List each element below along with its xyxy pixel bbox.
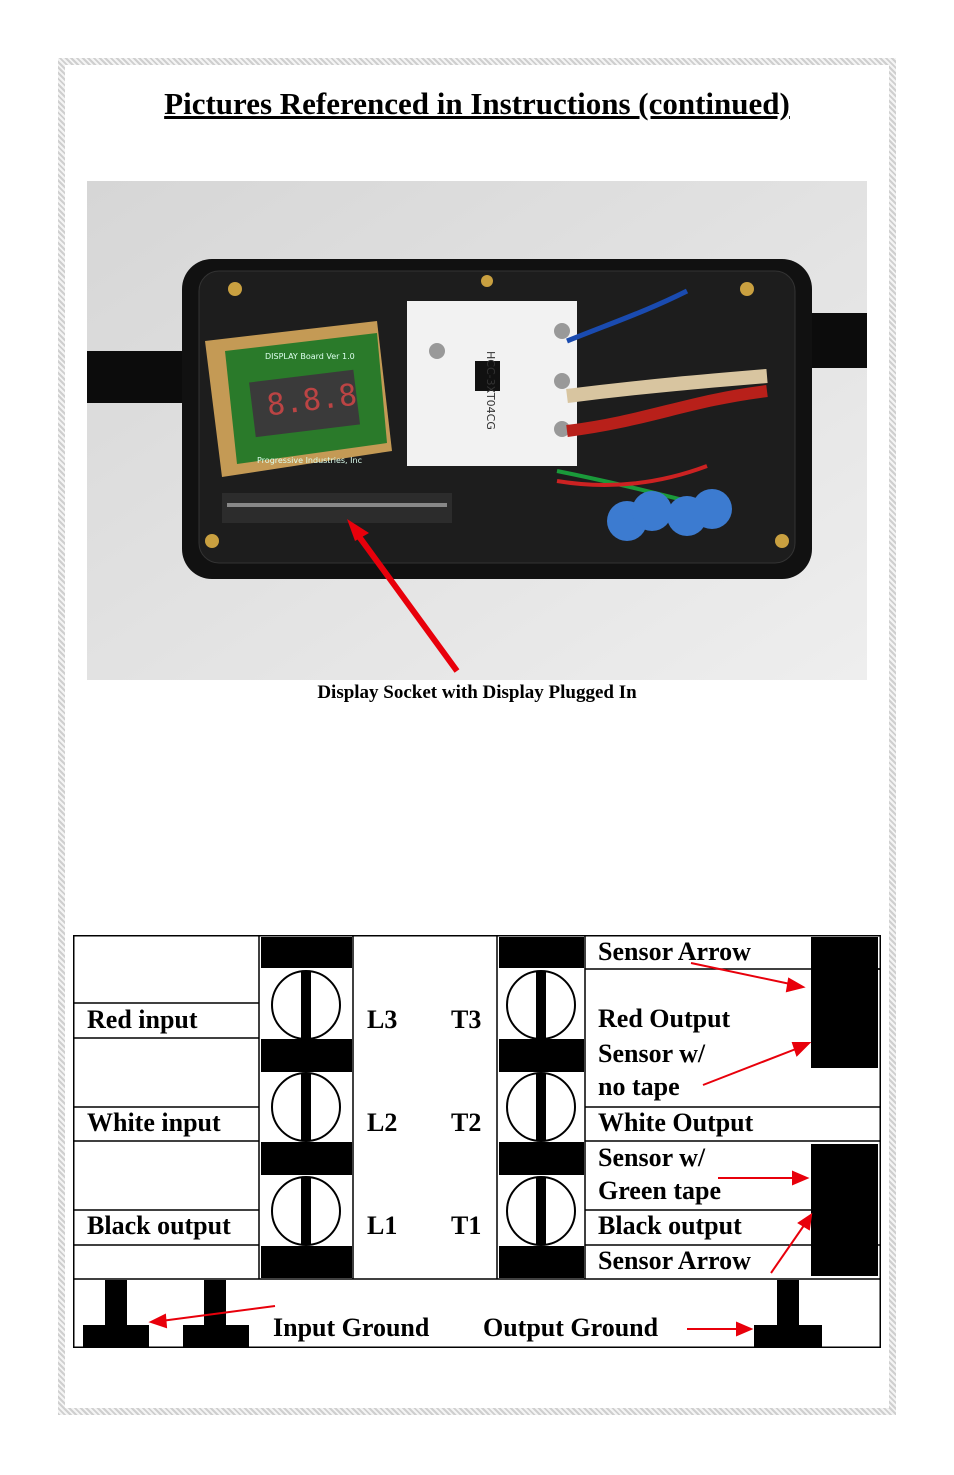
red-input-label: Red input [87, 1005, 198, 1034]
board-label: DISPLAY Board Ver 1.0 [265, 352, 355, 361]
sensor-arrow-top-label: Sensor Arrow [598, 937, 751, 966]
contactor-label: HCC-3XT04CG [484, 351, 497, 430]
red-output-label: Red Output [598, 1004, 731, 1033]
sensor-no-tape-line2: no tape [598, 1072, 680, 1101]
photo-caption: Display Socket with Display Plugged In [317, 682, 637, 703]
board-maker-label: Progressive Industries, Inc [257, 456, 362, 465]
output-ground-label: Output Ground [483, 1313, 659, 1342]
t2-label: T2 [451, 1108, 482, 1137]
white-input-label: White input [87, 1108, 221, 1137]
black-output-label: Black output [598, 1211, 742, 1240]
sensor-no-tape-line1: Sensor w/ [598, 1039, 706, 1068]
white-output-label: White Output [598, 1108, 754, 1137]
sensor-green-line2: Green tape [598, 1176, 721, 1205]
sensor-green-line1: Sensor w/ [598, 1143, 706, 1172]
l1-label: L1 [367, 1211, 398, 1240]
wiring-diagram: Red input White input Black output L3 L2… [73, 935, 881, 1348]
l3-label: L3 [367, 1005, 398, 1034]
sensor-arrow-bottom-label: Sensor Arrow [598, 1246, 751, 1275]
black-input-label: Black output [87, 1211, 231, 1240]
enclosure-photo: 8.8.8 DISPLAY Board Ver 1.0 Progressive … [87, 181, 867, 680]
section-divider: ________________________________________… [146, 808, 641, 824]
page-title: Pictures Referenced in Instructions (con… [164, 86, 790, 121]
input-ground-label: Input Ground [273, 1313, 430, 1342]
t1-label: T1 [451, 1211, 482, 1240]
t3-label: T3 [451, 1005, 482, 1034]
l2-label: L2 [367, 1108, 398, 1137]
